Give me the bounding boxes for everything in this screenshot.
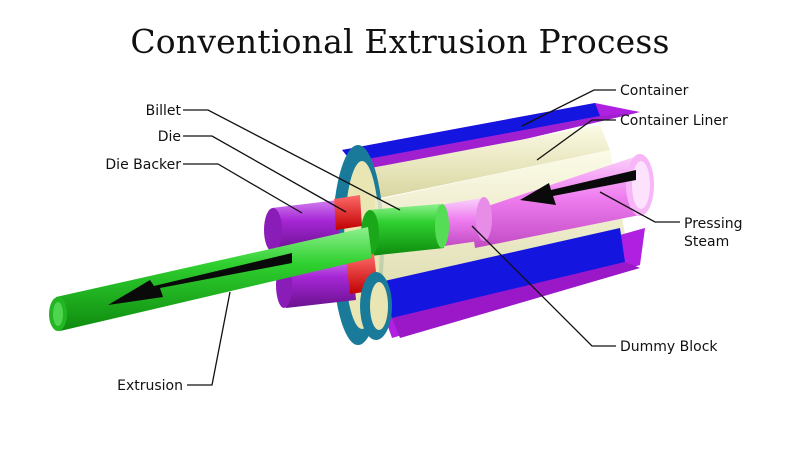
die-backer-leader	[183, 163, 303, 214]
container-label: Container	[620, 83, 689, 99]
billet-label: Billet	[146, 103, 182, 119]
pressing-steam-label-line2: Steam	[684, 234, 729, 250]
diagram-title: Conventional Extrusion Process	[130, 22, 670, 61]
extrusion-rod	[49, 227, 372, 331]
die-leader	[183, 135, 347, 213]
pressing-steam-label-line1: Pressing	[684, 216, 743, 232]
extrusion-arrow	[108, 253, 292, 305]
container-liner-leader	[536, 119, 616, 161]
ram-arrow	[520, 170, 636, 205]
dummy-block-leader	[471, 225, 616, 347]
die-label: Die	[158, 129, 181, 145]
container-liner-label: Container Liner	[620, 113, 728, 129]
dummy-block-label: Dummy Block	[620, 339, 718, 355]
pressing-steam-leader	[599, 191, 680, 223]
container-liner-upper	[360, 125, 610, 198]
billet-leader	[183, 109, 401, 211]
container-lower	[360, 228, 645, 340]
container-leader	[521, 89, 616, 127]
extrusion-leader	[187, 291, 231, 386]
billet	[361, 204, 449, 256]
pressing-steam-ram	[470, 154, 654, 248]
dummy-block	[440, 197, 492, 246]
container-upper	[342, 103, 640, 198]
die-backer-label: Die Backer	[105, 157, 181, 173]
extrusion-label: Extrusion	[117, 378, 183, 394]
